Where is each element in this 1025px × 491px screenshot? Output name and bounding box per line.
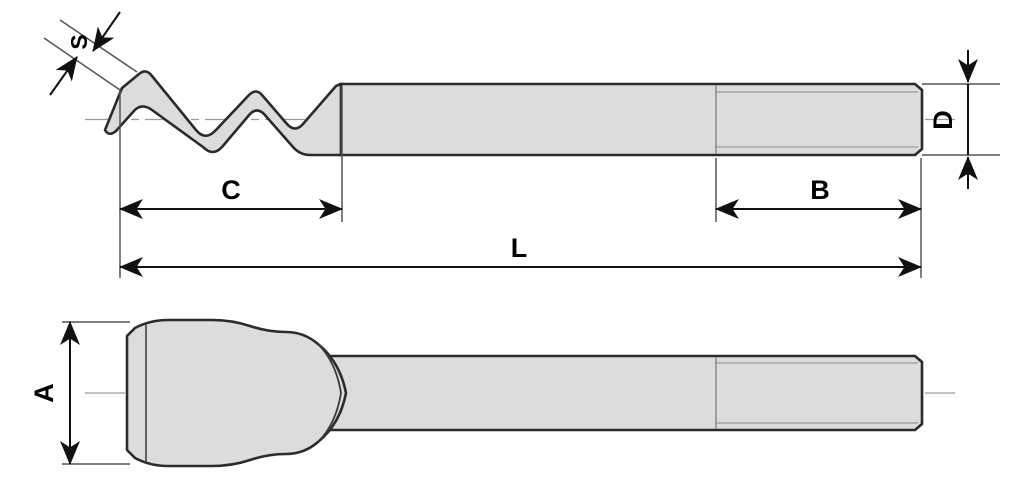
dimension-S-arrow-lower [49,56,78,96]
plan-view-head [125,318,348,468]
plan-head-blend-line [317,343,342,443]
dimension-S-arrow-upper [92,11,121,52]
side-view-wave-head [103,70,343,157]
side-view-shaft [338,82,924,157]
dimension-L-label: L [511,233,528,263]
dimension-S: S [43,11,138,96]
dimension-B-label: B [810,175,830,205]
dimension-D-label: D [928,110,958,130]
plan-view-shaft [328,354,924,432]
dimension-S-label: S [66,34,92,49]
dimension-D: D [922,50,1000,189]
plan-view: A [29,318,955,468]
dimension-A-label: A [29,383,59,403]
dimension-A: A [29,321,130,465]
dimension-L: L [119,222,922,278]
dimension-B: B [715,158,922,222]
dimension-C: C [119,86,343,222]
side-view: S C B L [43,11,1000,278]
dimension-C-label: C [221,175,241,205]
dimension-S-ext-line-2 [43,37,121,91]
